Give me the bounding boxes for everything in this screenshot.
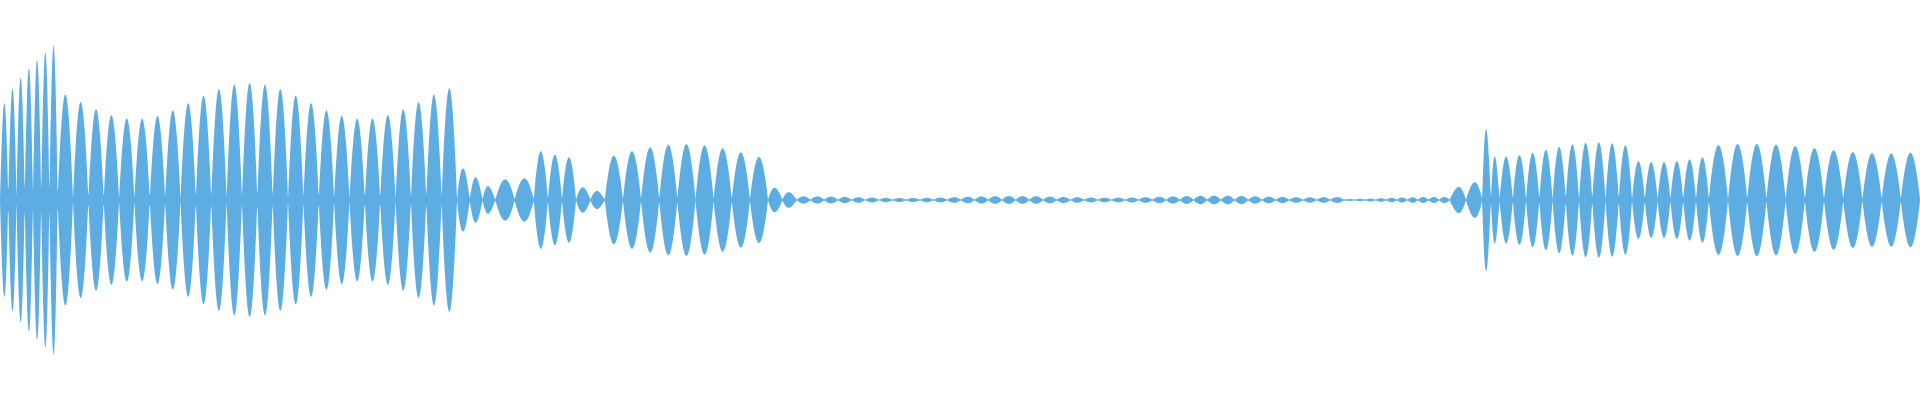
waveform-shape [0,45,1920,355]
